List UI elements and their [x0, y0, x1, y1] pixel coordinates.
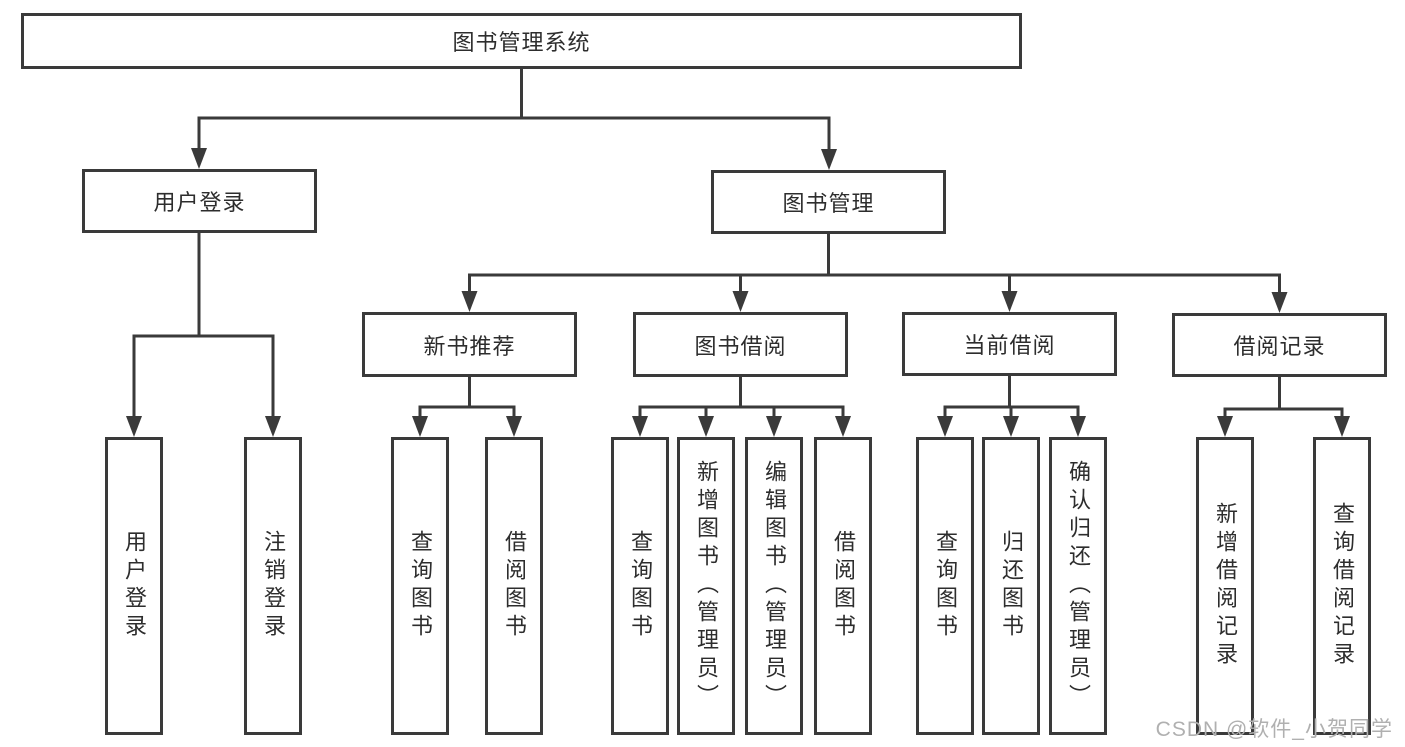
leaf-logout: 注销登录 [244, 437, 302, 735]
leaf-borrow-query-books: 查询图书 [611, 437, 669, 735]
leaf-user-login: 用户登录 [105, 437, 163, 735]
node-current-borrow: 当前借阅 [902, 312, 1117, 376]
leaf-borrow-borrow-books: 借阅图书 [814, 437, 872, 735]
leaf-current-confirm-return-admin: 确认归还（管理员） [1049, 437, 1107, 735]
csdn-watermark: CSDN @软件_小贺同学 [1155, 718, 1393, 741]
leaf-newbook-query-books: 查询图书 [391, 437, 449, 735]
leaf-current-query-books: 查询图书 [916, 437, 974, 735]
leaf-borrow-edit-books-admin: 编辑图书（管理员） [745, 437, 803, 735]
node-book-borrow: 图书借阅 [633, 312, 848, 377]
node-book-management: 图书管理 [711, 170, 946, 234]
leaf-borrow-add-books-admin: 新增图书（管理员） [677, 437, 735, 735]
leaf-current-return-books: 归还图书 [982, 437, 1040, 735]
node-borrow-records: 借阅记录 [1172, 313, 1387, 377]
node-new-book-recommend: 新书推荐 [362, 312, 577, 377]
leaf-records-add-record: 新增借阅记录 [1196, 437, 1254, 735]
leaf-newbook-borrow-books: 借阅图书 [485, 437, 543, 735]
node-user-login-branch: 用户登录 [82, 169, 317, 233]
leaf-records-query-record: 查询借阅记录 [1313, 437, 1371, 735]
node-root: 图书管理系统 [21, 13, 1022, 69]
